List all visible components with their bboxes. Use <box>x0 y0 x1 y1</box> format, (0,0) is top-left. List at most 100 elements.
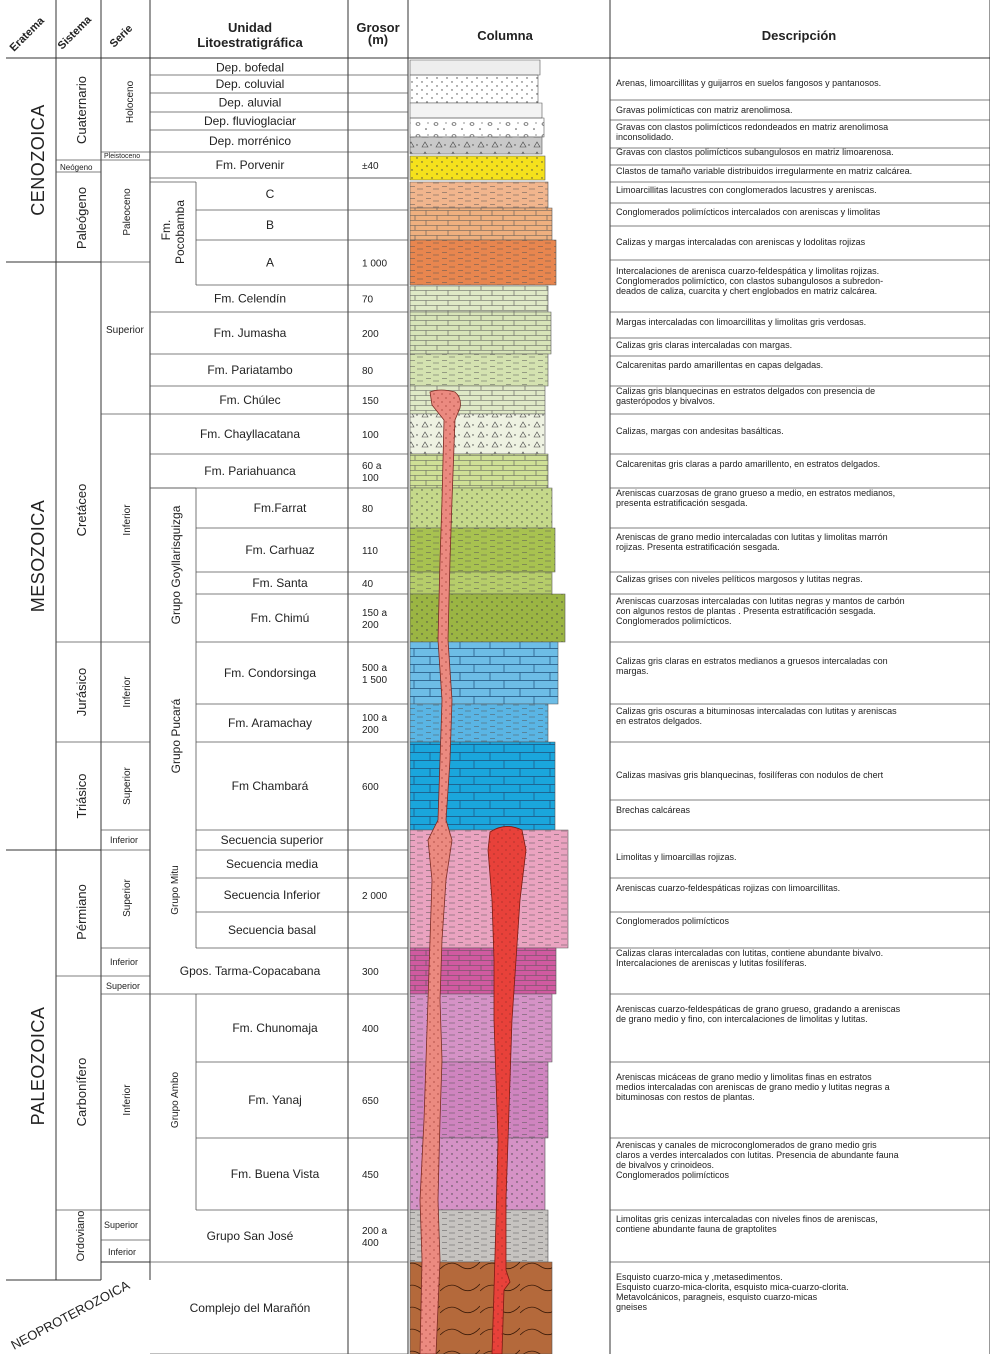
description-text: Calcarenitas gris claras a pardo amarill… <box>616 459 880 469</box>
layer-aluvial <box>409 102 543 119</box>
unit-name: Fm. Chúlec <box>219 393 280 407</box>
description-text: margas. <box>616 666 649 676</box>
description-text: Areniscas micáceas de grano medio y limo… <box>616 1072 872 1082</box>
description-text: Limoarcillitas lacustres con conglomerad… <box>616 185 877 195</box>
serie-pleistoceno: Pleistoceno <box>104 153 140 160</box>
sistema-permiano: Pérmiano <box>74 884 89 940</box>
serie-superior-1: Superior <box>106 325 144 336</box>
group-ambo: Grupo Ambo <box>170 1071 181 1128</box>
serie-inferior-6: Inferior <box>108 1247 136 1257</box>
unit-thickness: 40 <box>362 579 374 590</box>
description-text: Esquisto cuarzo-mica-clorita, esquisto m… <box>616 1282 849 1292</box>
unit-thickness: 1 500 <box>362 675 387 686</box>
serie-superior-2: Superior <box>122 766 133 804</box>
unit-name: Fm. Yanaj <box>248 1093 302 1107</box>
sistema-jurasico: Jurásico <box>74 668 89 716</box>
description-text: Calizas gris claras intercaladas con mar… <box>616 340 792 350</box>
unit-thickness: 150 a <box>362 608 387 619</box>
unit-name: Secuencia basal <box>228 923 316 937</box>
description-text: con algunos restos de plantas . Presenta… <box>616 606 876 616</box>
description-text: Areniscas y canales de microconglomerado… <box>616 1140 877 1150</box>
description-text: Limolitas gris cenizas intercaladas con … <box>616 1214 878 1224</box>
description-text: gasterópodos y bivalvos. <box>616 396 715 406</box>
unit-name: Fm. Porvenir <box>216 158 285 172</box>
description-text: Calizas gris claras en estratos medianos… <box>616 656 888 666</box>
unit-thickness: 650 <box>362 1096 379 1107</box>
header-unidad-2: Litoestratigráfica <box>197 35 303 50</box>
unit-thickness: 70 <box>362 295 374 306</box>
unit-name: Dep. morrénico <box>209 134 291 148</box>
unit-thickness: 100 <box>362 430 379 441</box>
unit-name: Dep. bofedal <box>216 61 284 75</box>
description-text: medios intercaladas con areniscas de gra… <box>616 1082 890 1092</box>
description-text: Calizas claras intercaladas con lutitas,… <box>616 948 883 958</box>
unit-thickness: 100 a <box>362 713 387 724</box>
unit-thickness: 200 a <box>362 1226 387 1237</box>
layer-bofedal <box>409 59 541 76</box>
unit-thickness: 600 <box>362 782 379 793</box>
description-text: Calizas y margas intercaladas con arenis… <box>616 237 866 247</box>
serie-superior-5: Superior <box>104 1220 138 1230</box>
description-text: inconsolidado. <box>616 132 674 142</box>
sistema-cuaternario: Cuaternario <box>74 76 89 144</box>
unit-thickness: 450 <box>362 1170 379 1181</box>
description-text: gneises <box>616 1302 648 1312</box>
description-text: Conglomerados polimícticos. <box>616 616 732 626</box>
unit-name: Fm. Santa <box>252 576 308 590</box>
header-grosor-1: Grosor <box>356 20 399 35</box>
header-columna: Columna <box>477 28 533 43</box>
unit-thickness: 80 <box>362 504 374 515</box>
unit-thickness: 100 <box>362 473 379 484</box>
unit-name: Gpos. Tarma-Copacabana <box>180 964 321 978</box>
table-grid <box>55 0 990 1354</box>
description-text: Intercalaciones de arenisca cuarzo-felde… <box>616 266 879 276</box>
sistema-column: Cuaternario Neógeno Paleógeno Cretáceo J… <box>6 76 101 1281</box>
serie-superior-4: Superior <box>106 981 140 991</box>
unit-name: Grupo San José <box>207 1229 294 1243</box>
description-text: Arenas, limoarcillitas y guijarros en su… <box>616 78 881 88</box>
unit-name: A <box>266 256 274 270</box>
description-text: Clastos de tamaño variable distribuidos … <box>616 166 912 176</box>
group-goyllarisquizga: Grupo Goyllarisquizga <box>169 505 183 624</box>
group-mitu: Grupo Mitu <box>170 865 181 914</box>
unit-thickness: 200 <box>362 620 379 631</box>
description-text: de bivalvos y crinoideos. <box>616 1160 714 1170</box>
unit-name: Dep. aluvial <box>219 96 282 110</box>
header-serie: Serie <box>108 23 136 51</box>
unit-name: Secuencia superior <box>221 833 324 847</box>
sistema-carbonifero: Carbonífero <box>74 1058 89 1127</box>
description-text: Calizas grises con niveles pelíticos mar… <box>616 574 863 584</box>
unit-name: Fm. Aramachay <box>228 716 312 730</box>
unit-thickness: 60 a <box>362 461 382 472</box>
group-pucara: Grupo Pucará <box>169 698 183 773</box>
unit-name: Fm. Chunomaja <box>232 1021 318 1035</box>
unit-name: Dep. coluvial <box>216 77 285 91</box>
unit-name: Complejo del Marañón <box>190 1301 311 1315</box>
sistema-neogeno: Neógeno <box>60 163 93 172</box>
description-text: Areniscas de grano medio intercaladas co… <box>616 532 888 542</box>
unit-name: Secuencia media <box>226 857 318 871</box>
description-text: Gravas polimícticas con matriz arenolimo… <box>616 105 793 115</box>
unit-name: Fm. Jumasha <box>214 326 287 340</box>
table-header: Eratema Sistema Serie Unidad Litoestrati… <box>6 13 990 59</box>
serie-inferior-5: Inferior <box>122 1084 133 1116</box>
header-unidad-1: Unidad <box>228 20 272 35</box>
description-text: rojizas. Presenta estratificación sesgad… <box>616 542 780 552</box>
description-text: Areniscas cuarzo-feldespáticas rojizas c… <box>616 883 840 893</box>
unit-name: Fm. Chayllacatana <box>200 427 300 441</box>
description-text: Gravas con clastos polimícticos subangul… <box>616 147 894 157</box>
serie-inferior-1: Inferior <box>122 504 133 536</box>
unit-thickness: 300 <box>362 967 379 978</box>
unit-name: Fm. Condorsinga <box>224 666 316 680</box>
serie-paleoceno: Paleoceno <box>122 188 133 236</box>
unit-name: Dep. fluvioglaciar <box>204 114 296 128</box>
description-text: Conglomerados polimícticos <box>616 1170 730 1180</box>
description-text: Areniscas cuarzosas intercaladas con lut… <box>616 596 905 606</box>
serie-inferior-3: Inferior <box>110 835 138 845</box>
group-labels: Fm. Pocobamba Grupo Goyllarisquizga Grup… <box>150 181 197 1210</box>
description-text: Calizas gris blanquecinas en estratos de… <box>616 386 875 396</box>
description-text: Brechas calcáreas <box>616 805 691 815</box>
description-text: Calizas masivas gris blanquecinas, fosil… <box>616 770 884 780</box>
